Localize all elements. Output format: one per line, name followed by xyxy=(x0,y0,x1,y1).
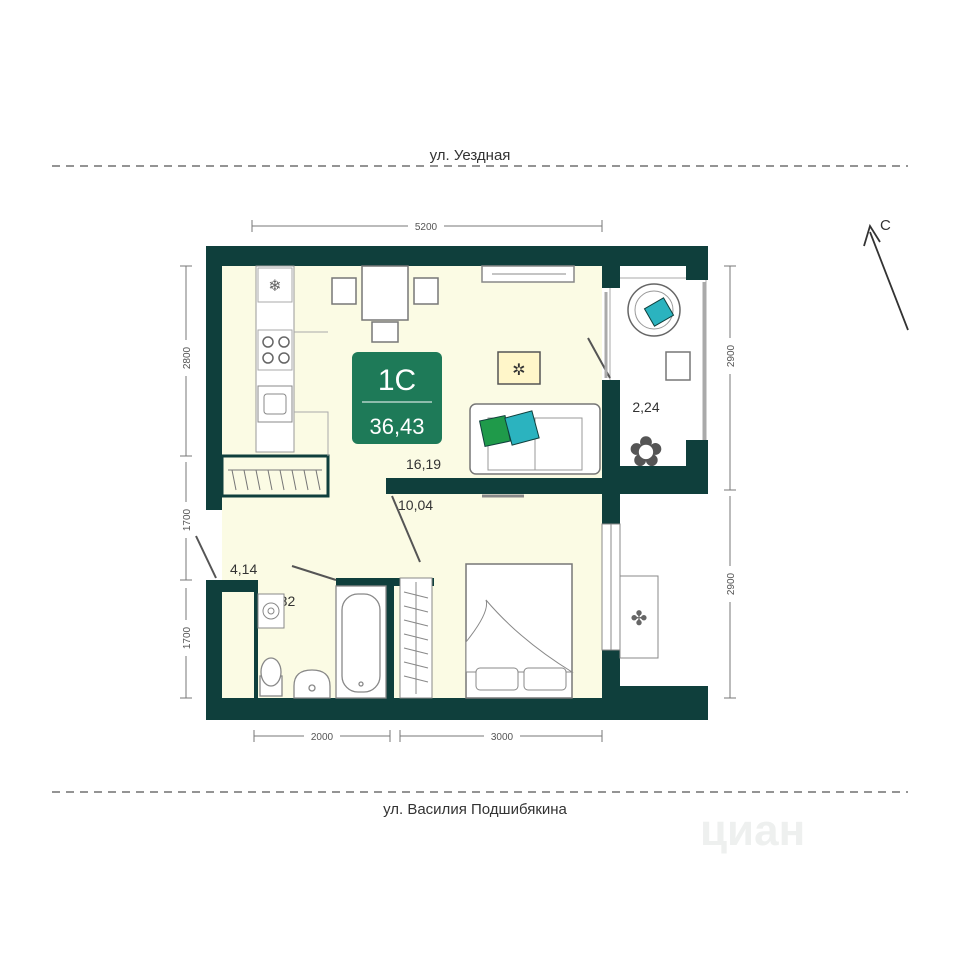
dim-right-lower: 2900 xyxy=(726,572,737,595)
apartment-type: 1С xyxy=(378,364,416,397)
toilet-icon xyxy=(259,657,283,697)
fridge-icon xyxy=(257,267,293,303)
entrance-door-icon xyxy=(195,535,217,579)
stove-icon xyxy=(257,329,293,371)
bed-icon xyxy=(465,563,574,699)
bathroom-sink-icon xyxy=(293,669,331,699)
street-label-bottom: ул. Василия Подшибякина xyxy=(383,801,567,818)
wardrobe-hall xyxy=(220,454,330,498)
bathroom-door-icon xyxy=(291,565,337,581)
balcony-chair-icon xyxy=(627,283,681,337)
bedroom-door-icon xyxy=(391,495,421,563)
dim-bottom-right: 3000 xyxy=(491,732,514,743)
walls xyxy=(206,246,708,720)
compass-arrow-icon xyxy=(863,223,909,331)
apartment-total-area: 36,43 xyxy=(369,414,424,439)
dim-left-upper: 2800 xyxy=(182,346,193,369)
dim-bottom-left: 2000 xyxy=(311,732,334,743)
wardrobe-hangers-icon xyxy=(228,469,322,491)
kitchen-sink-icon xyxy=(257,385,293,423)
compass-label: С xyxy=(880,217,891,234)
street-label-top: ул. Уездная xyxy=(430,147,511,164)
dim-right-upper: 2900 xyxy=(726,344,737,367)
snowflake-icon: ❄ xyxy=(268,278,281,295)
ac-unit xyxy=(619,575,659,659)
area-balcony: 2,24 xyxy=(632,399,659,415)
fan-icon: ✤ xyxy=(631,608,648,630)
rug-icon xyxy=(497,351,541,385)
area-bedroom: 10,04 xyxy=(398,497,433,513)
dining-table-icon xyxy=(331,265,439,343)
bedroom-wardrobe-hangers-icon xyxy=(403,582,429,694)
washing-machine-icon xyxy=(257,593,285,629)
svg-text:✲: ✲ xyxy=(512,362,525,379)
area-living: 16,19 xyxy=(406,456,441,472)
balcony-table-icon xyxy=(665,351,691,381)
bathtub-icon xyxy=(335,585,387,699)
area-hall: 4,14 xyxy=(230,561,257,577)
apartment-badge xyxy=(352,352,442,444)
dim-top-width: 5200 xyxy=(415,222,438,233)
sofa-icon xyxy=(469,403,601,475)
dim-left-middle: 1700 xyxy=(182,508,193,531)
dim-left-lower: 1700 xyxy=(182,626,193,649)
plant-icon: ✿ xyxy=(628,428,663,475)
watermark: циан xyxy=(700,806,805,855)
